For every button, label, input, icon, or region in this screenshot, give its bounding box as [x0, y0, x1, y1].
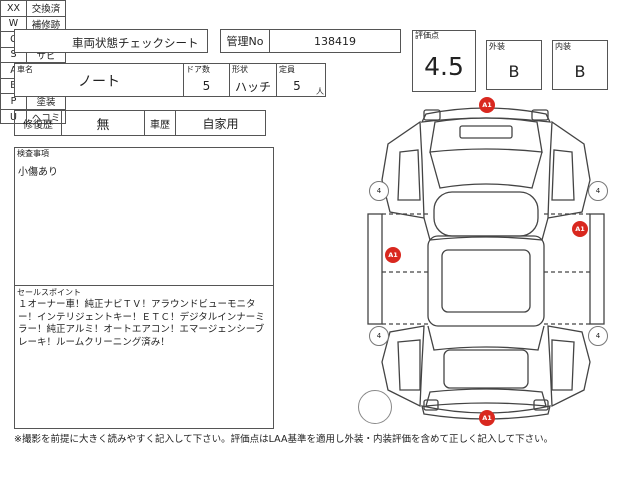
footer-note: ※撮影を前提に大きく読みやすく記入して下さい。評価点はLAA基準を適用し外装・内… [14, 434, 554, 445]
management-number: 138419 [269, 29, 401, 53]
inspection-section-divider [14, 285, 274, 286]
wheel-front-left-icon: 4 [369, 181, 389, 201]
damage-mark-left: A1 [385, 247, 401, 263]
shape-value: ハッチ [234, 79, 271, 94]
interior-box [552, 40, 608, 90]
legend-description: サビ [36, 50, 56, 62]
wheel-rear-right-icon: 4 [588, 326, 608, 346]
vehicle-name-box [14, 63, 184, 97]
interior-label: 内装 [555, 42, 571, 51]
management-label: 管理No [220, 29, 270, 53]
exterior-grade: B [508, 61, 520, 81]
vehicle-name: ノート [78, 74, 120, 90]
usage-value: 自家用 [175, 110, 266, 136]
legend-code: XX [1, 1, 27, 16]
legend-description: ヘコミ [31, 113, 61, 125]
damage-legend: XX交換済W補修跡C腐食SサビAキズB板金P塗装Uヘコミ [0, 0, 66, 125]
interior-grade: B [574, 61, 586, 81]
legend-code: W [1, 16, 27, 31]
doors-label: ドア数 [186, 65, 210, 74]
wheel-rear-left-icon: 4 [369, 326, 389, 346]
car-diagram [360, 100, 620, 425]
capacity-label: 定員 [279, 65, 295, 74]
vehicle-name-label: 車名 [17, 65, 33, 74]
capacity-unit: 人 [316, 87, 324, 96]
legend-code: S [1, 47, 27, 62]
rating-score: 4.5 [424, 51, 464, 81]
exterior-box [486, 40, 542, 90]
damage-mark-front: A1 [479, 97, 495, 113]
doors-value: 5 [202, 79, 211, 93]
legend-row: P 塗装 [1, 94, 65, 110]
capacity-box [276, 63, 326, 97]
damage-mark-right: A1 [572, 221, 588, 237]
sheet-title: 車両状態チェックシート [72, 36, 199, 50]
inspection-label: 検査事項 [17, 149, 49, 158]
wheel-front-right-icon: 4 [588, 181, 608, 201]
legend-row: XX 交換済 [1, 1, 65, 17]
inspection-text: 小傷あり [18, 167, 58, 178]
shape-label: 形状 [232, 65, 248, 74]
repair-label: 修復歴 [14, 110, 62, 136]
legend-code: U [1, 109, 27, 125]
legend-code: P [1, 94, 27, 109]
sales-points-text: １オーナー車！純正ナビＴＶ！アラウンドビューモニター！インテリジェントキー！ＥＴ… [18, 299, 265, 348]
legend-row: S サビ [1, 47, 65, 63]
legend-description: 補修跡 [31, 19, 61, 31]
legend-description: 塗装 [36, 97, 56, 109]
stamp-circle [358, 390, 392, 424]
inspection-box [14, 147, 274, 429]
capacity-value: 5 [293, 79, 301, 93]
usage-label: 車歴 [144, 110, 176, 136]
repair-value: 無 [61, 110, 145, 136]
damage-mark-rear: A1 [479, 410, 495, 426]
rating-label: 評価点 [415, 31, 439, 40]
sales-points-label: セールスポイント [17, 288, 81, 297]
exterior-label: 外装 [489, 42, 505, 51]
legend-description: 交換済 [31, 4, 61, 16]
rating-box [412, 30, 476, 92]
shape-box [229, 63, 277, 97]
legend-row: U ヘコミ [1, 109, 65, 125]
sheet-title-box [14, 29, 208, 53]
